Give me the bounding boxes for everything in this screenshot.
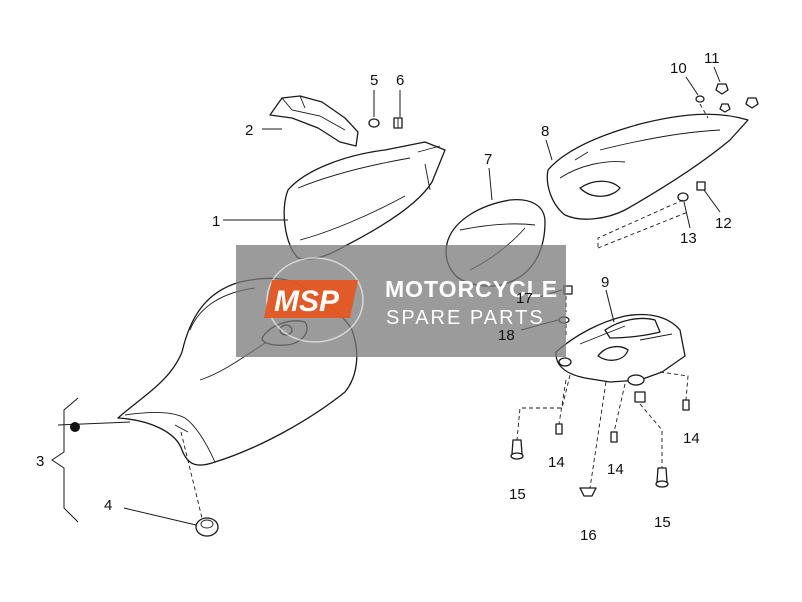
part-14-screw-c bbox=[682, 399, 690, 411]
callout-13: 13 bbox=[680, 230, 697, 247]
callout-12: 12 bbox=[715, 215, 732, 232]
part-15-fastener-b bbox=[655, 467, 669, 488]
watermark-line1: MOTORCYCLE bbox=[385, 276, 558, 302]
callout-9: 9 bbox=[601, 274, 609, 291]
callout-1: 1 bbox=[212, 213, 220, 230]
part-12-screw bbox=[696, 181, 706, 191]
callout-10: 10 bbox=[670, 60, 687, 77]
callout-6: 6 bbox=[396, 72, 404, 89]
part-6-screw bbox=[393, 117, 403, 129]
callout-11: 11 bbox=[704, 50, 720, 67]
watermark-line2: SPARE PARTS bbox=[386, 307, 545, 329]
callout-18: 18 bbox=[498, 327, 515, 344]
part-11-nut bbox=[715, 83, 759, 113]
callout-15-a: 15 bbox=[509, 486, 526, 503]
part-2-bracket bbox=[269, 95, 359, 147]
callout-16: 16 bbox=[580, 527, 597, 544]
callout-14-a: 14 bbox=[548, 454, 565, 471]
part-15-fastener-a bbox=[510, 439, 524, 460]
callout-14-c: 14 bbox=[683, 430, 700, 447]
part-10-washer bbox=[695, 95, 705, 103]
watermark: MSP MOTORCYCLE SPARE PARTS bbox=[236, 245, 566, 357]
part-5-washer bbox=[368, 118, 380, 128]
callout-8: 8 bbox=[541, 123, 549, 140]
callout-3: 3 bbox=[36, 453, 44, 470]
callout-4: 4 bbox=[104, 497, 112, 514]
part-8-rear-cowl bbox=[546, 113, 749, 220]
callout-labels: 1 2 3 4 5 6 7 8 9 10 11 12 13 14 14 14 1… bbox=[36, 50, 732, 544]
watermark-logo-text: MSP bbox=[274, 285, 340, 318]
part-13-washer bbox=[677, 192, 689, 202]
callout-17: 17 bbox=[516, 290, 533, 307]
callout-7: 7 bbox=[484, 151, 492, 168]
watermark-logo: MSP bbox=[264, 257, 364, 343]
part-14-screw-b bbox=[610, 431, 618, 443]
part-14-screw-a bbox=[555, 423, 563, 435]
callout-14-b: 14 bbox=[607, 461, 624, 478]
callout-15-b: 15 bbox=[654, 514, 671, 531]
part-4-grommet bbox=[195, 517, 219, 537]
part-16-clip bbox=[579, 487, 597, 497]
part-9-support-bracket bbox=[555, 313, 686, 403]
callout-5: 5 bbox=[370, 72, 378, 89]
part-1-tail-cowl bbox=[283, 141, 446, 260]
callout-2: 2 bbox=[245, 122, 253, 139]
